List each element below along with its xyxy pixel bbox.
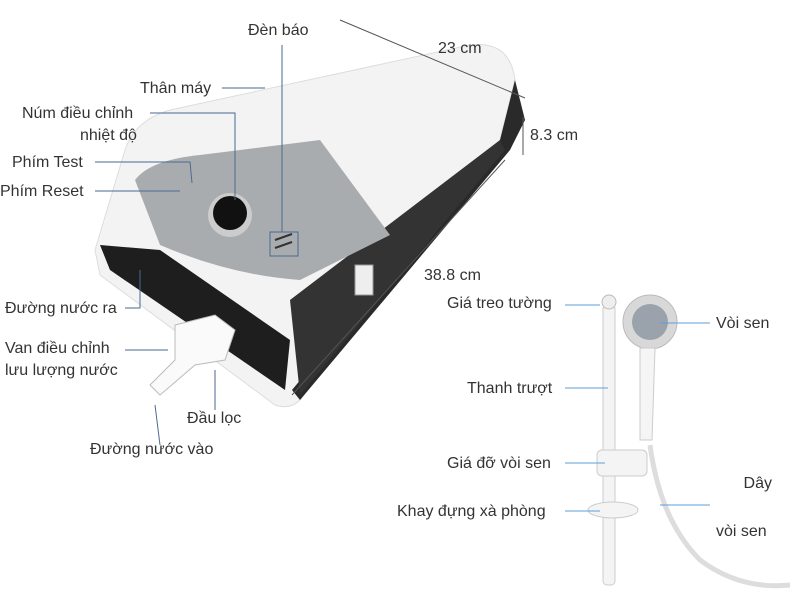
label-height: 38.8 cm — [424, 267, 481, 284]
label-valve-2: lưu lượng nước — [5, 362, 118, 379]
label-soap-tray: Khay đựng xà phòng — [397, 503, 546, 520]
label-reset-button: Phím Reset — [0, 183, 84, 200]
label-water-outlet: Đường nước ra — [5, 300, 117, 317]
label-width: 23 cm — [438, 40, 482, 57]
label-test-button: Phím Test — [12, 154, 83, 171]
water-heater — [94, 43, 525, 408]
label-wall-bracket: Giá treo tường — [447, 295, 552, 312]
label-water-inlet: Đường nước vào — [90, 441, 214, 458]
label-shower-head: Vòi sen — [716, 315, 770, 332]
label-indicator-light: Đèn báo — [248, 22, 309, 39]
label-depth: 8.3 cm — [530, 127, 579, 144]
shower-leader-lines — [565, 304, 710, 512]
dimension-lines — [291, 19, 526, 396]
label-hose: Dây — [743, 475, 772, 492]
label-hose-2: vòi sen — [716, 523, 767, 540]
leader-lines — [95, 45, 283, 446]
label-body: Thân máy — [140, 80, 212, 97]
label-valve: Van điều chỉnh — [5, 340, 110, 357]
label-knob: Núm điều chỉnh — [22, 105, 134, 122]
shower-set — [587, 294, 791, 589]
label-slide-bar: Thanh trượt — [467, 380, 553, 397]
label-knob-2: nhiệt độ — [80, 127, 137, 144]
label-shower-holder: Giá đỡ vòi sen — [447, 455, 551, 472]
label-filter: Đầu lọc — [187, 410, 242, 427]
